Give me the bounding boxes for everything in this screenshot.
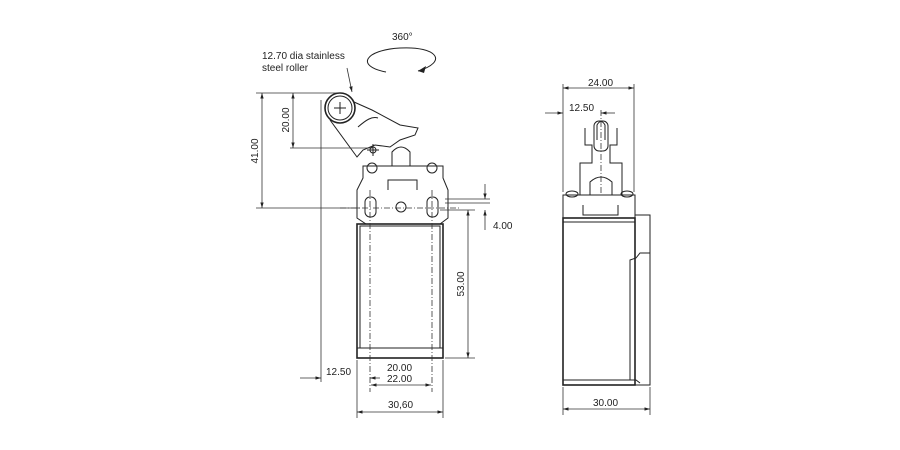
- roller-note-line2: steel roller: [262, 63, 309, 74]
- switch-body: [356, 223, 444, 359]
- dim-total-height: 41.00: [250, 138, 261, 163]
- side-view: 24.00 12.50 30.00: [545, 78, 651, 415]
- switch-head: [356, 165, 449, 225]
- dim-hole-spacing-outer: 22.00: [387, 374, 412, 385]
- roller-leader-line: [346, 67, 353, 93]
- rotation-label: 360°: [392, 32, 413, 43]
- front-view: 41.00 20.00 12.50 20.00 22.00 30,60 53.0…: [250, 92, 513, 418]
- mounting-hole-left: [364, 196, 377, 218]
- center-hole: [395, 201, 407, 213]
- dim-body-depth: 30.00: [593, 398, 618, 409]
- mounting-hole-right: [426, 196, 439, 218]
- roller-note-line1: 12.70 dia stainless: [262, 51, 345, 62]
- rotation-arrow-icon: [366, 47, 437, 73]
- side-body: [562, 217, 636, 386]
- dim-roller-offset: 12.50: [326, 367, 351, 378]
- dim-lever-height: 20.00: [281, 107, 292, 132]
- side-cover: [635, 214, 651, 386]
- dim-body-width: 30,60: [388, 400, 413, 411]
- dim-plunger-center: 12.50: [569, 103, 594, 114]
- dim-hole-spacing-inner: 20.00: [387, 363, 412, 374]
- dim-body-height: 53.00: [456, 271, 467, 296]
- dim-offset: 4.00: [493, 221, 513, 232]
- lever-arm: [329, 101, 419, 158]
- dim-head-width: 24.00: [588, 78, 613, 89]
- side-plunger: [579, 128, 623, 195]
